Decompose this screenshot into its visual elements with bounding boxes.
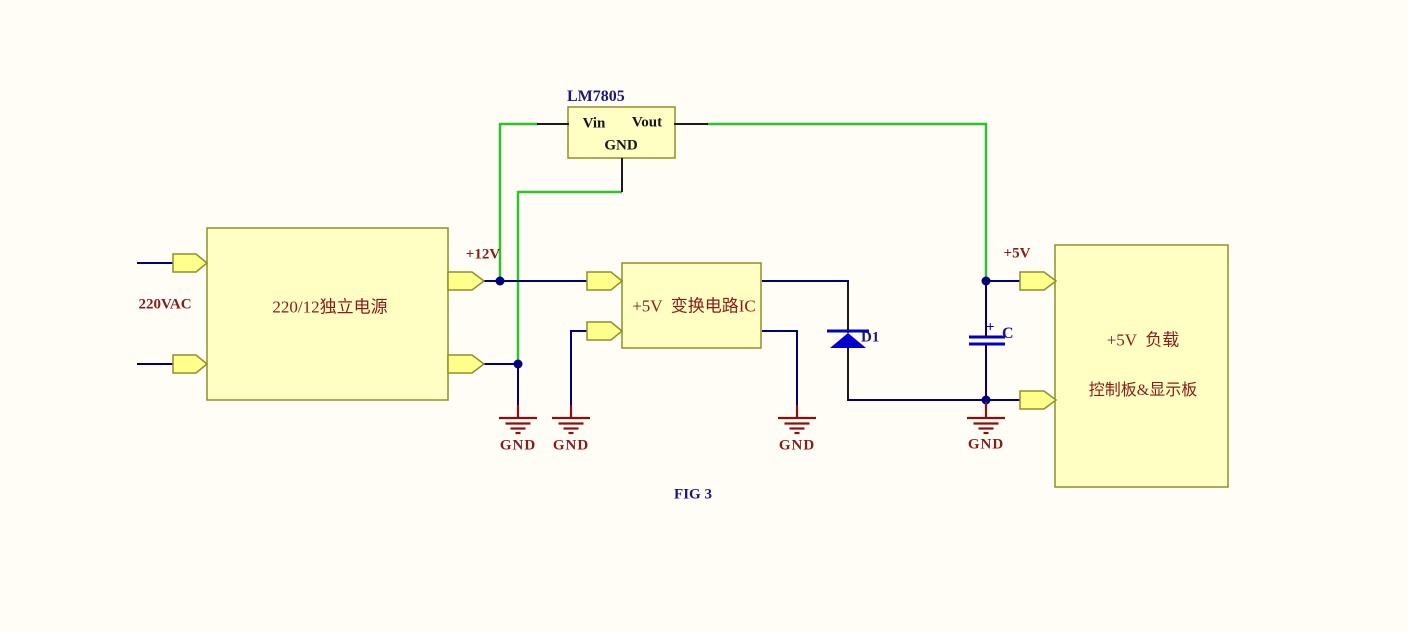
load-label-line1: +5V 负载 (1106, 330, 1180, 350)
junction-dot-ps-gnd (513, 359, 523, 369)
junction-dot-12v (495, 276, 505, 286)
port-load-in-5v (1019, 271, 1058, 291)
port-ic-in-12v (586, 271, 624, 291)
power-supply-block (206, 227, 449, 401)
ground-symbol-2 (552, 405, 590, 435)
gnd-text-2: GND (552, 437, 590, 454)
ground-symbol-3 (778, 405, 816, 435)
converter-block (621, 262, 762, 349)
port-ac-in-top (172, 253, 209, 273)
port-ps-out-gnd (447, 354, 486, 374)
port-ps-out-12v (447, 271, 486, 291)
regulator-title: LM7805 (567, 88, 625, 105)
diode-label: D1 (861, 329, 880, 346)
junction-dot-load-gnd (981, 395, 991, 405)
junction-dot-5v (981, 276, 991, 286)
regulator-pin-vin: Vin (582, 115, 606, 132)
diode-triangle (830, 333, 866, 348)
gnd-text-3: GND (778, 437, 816, 454)
regulator-pin-vout: Vout (631, 114, 663, 131)
gnd-text-1: GND (499, 437, 537, 454)
port-ac-in-bottom (172, 354, 209, 374)
port-load-in-gnd (1019, 390, 1058, 410)
power-supply-label: 220/12独立电源 (272, 297, 388, 317)
load-block (1054, 244, 1229, 488)
gnd-text-4: GND (967, 436, 1005, 453)
ground-symbol-1 (499, 405, 537, 435)
ground-symbol-4 (967, 402, 1005, 435)
port-ic-in-gnd (586, 321, 624, 341)
capacitor-polarity: + (986, 319, 995, 336)
net-label-12v: +12V (465, 246, 501, 263)
regulator-block (567, 106, 676, 159)
capacitor-label: C (1002, 325, 1014, 342)
net-label-5v: +5V (1003, 245, 1031, 262)
figure-caption: FIG 3 (674, 486, 712, 503)
label-220vac: 220VAC (138, 296, 192, 313)
converter-label: +5V 变换电路IC (632, 296, 756, 316)
load-label-line2: 控制板&显示板 (1088, 382, 1198, 399)
regulator-pin-gnd: GND (604, 137, 638, 154)
